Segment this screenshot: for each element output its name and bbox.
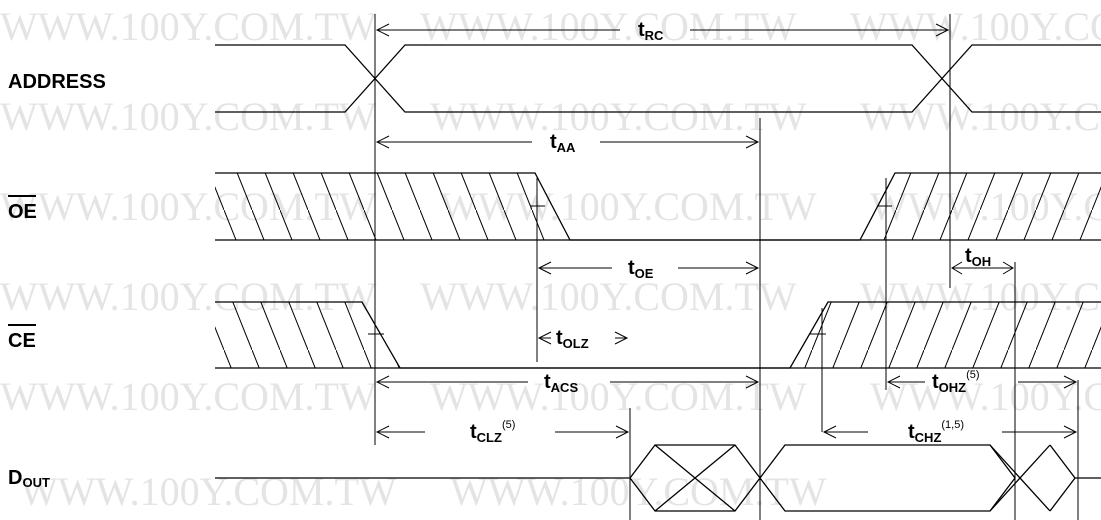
timing-label-tclz: tCLZ(5) xyxy=(470,419,515,445)
watermark-text: WWW.100Y.COM.TW xyxy=(420,274,797,319)
timing-tclz: tCLZ(5) xyxy=(375,419,630,445)
watermark-text: WWW.100Y.COM.TW xyxy=(430,374,807,419)
watermark-text: WWW.100Y.COM.TW xyxy=(0,4,377,49)
signal-label-ce-text: CE xyxy=(8,330,36,352)
timing-label-tolz: tOLZ xyxy=(556,327,589,351)
timing-tchz: tCHZ(1,5) xyxy=(822,419,1078,445)
timing-label-tacs: tACS xyxy=(544,371,578,395)
watermark-text: WWW.100Y.COM.TW xyxy=(20,469,397,514)
timing-label-tohz: tOHZ(5) xyxy=(932,369,980,395)
timing-label-toe: tOE xyxy=(628,257,654,281)
watermark-text: WWW.100Y.COM.TW xyxy=(450,469,827,514)
timing-label-trc: tRC xyxy=(638,19,664,43)
waveform-ce xyxy=(215,301,1101,369)
watermark-text: WWW.100Y.COM.TW xyxy=(420,4,797,49)
waveform-oe xyxy=(215,172,1101,241)
signal-label-ce: CE xyxy=(8,324,36,352)
timing-label-toh: tOH xyxy=(965,245,991,269)
reference-lines xyxy=(374,14,1079,520)
watermark-text: WWW.100Y.COM.TW xyxy=(430,94,807,139)
timing-toh: tOH xyxy=(951,245,1014,275)
watermark-text: WWW.100Y.COM.TW xyxy=(860,94,1101,139)
timing-taa: tAA xyxy=(375,131,760,155)
signal-label-address: ADDRESS xyxy=(8,71,106,93)
signal-label-dout: DOUT xyxy=(8,467,50,490)
timing-trc: tRC xyxy=(375,19,950,43)
watermark: WWW.100Y.COM.TW WWW.100Y.COM.TW WWW.100Y… xyxy=(0,4,1101,514)
signal-label-oe-text: OE xyxy=(8,201,37,223)
timing-tolz: tOLZ xyxy=(537,327,629,351)
watermark-text: WWW.100Y.COM.TW xyxy=(870,374,1101,419)
watermark-text: WWW.100Y.COM.TW xyxy=(850,4,1101,49)
watermark-text: WWW.100Y.COM.TW xyxy=(0,94,377,139)
watermark-text: WWW.100Y.COM.TW xyxy=(0,374,377,419)
waveform-address xyxy=(215,44,1101,113)
signal-label-oe: OE xyxy=(8,195,37,223)
timing-label-taa: tAA xyxy=(550,131,576,155)
timing-tacs: tACS xyxy=(375,371,760,395)
timing-toe: tOE xyxy=(537,257,760,281)
timing-tohz: tOHZ(5) xyxy=(886,369,1078,395)
timing-label-tchz: tCHZ(1,5) xyxy=(908,419,964,445)
